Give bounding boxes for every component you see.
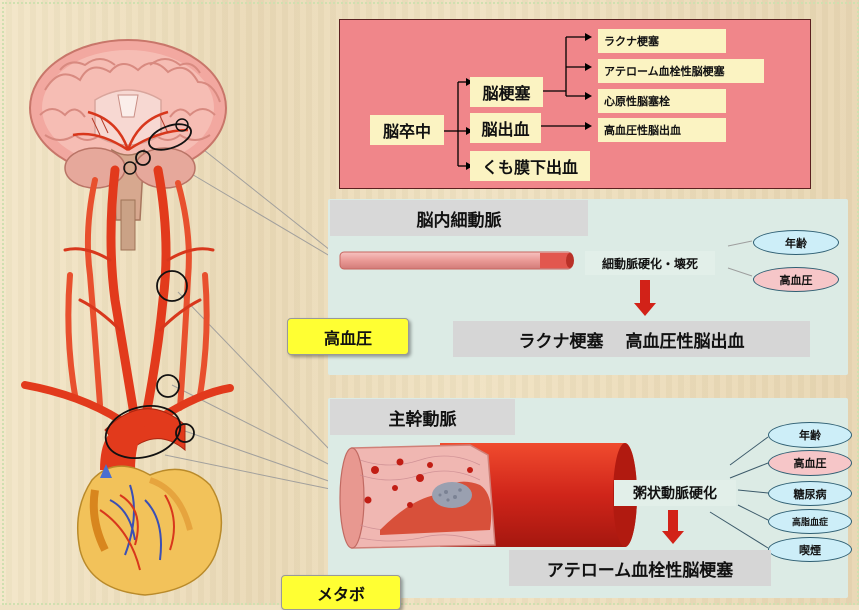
main-risk-smoking: 喫煙	[768, 537, 852, 562]
main-artery-mechanism: 粥状動脈硬化	[614, 480, 736, 506]
main-risk-age: 年齢	[768, 422, 852, 448]
main-risk-hypertension: 高血圧	[768, 450, 852, 476]
main-risk-hyperlipidemia: 高脂血症	[768, 509, 852, 534]
main-artery-result: アテローム血栓性脳梗塞	[509, 550, 771, 586]
main-artery-down-arrow	[668, 510, 678, 532]
main-risk-diabetes: 糖尿病	[768, 481, 852, 506]
